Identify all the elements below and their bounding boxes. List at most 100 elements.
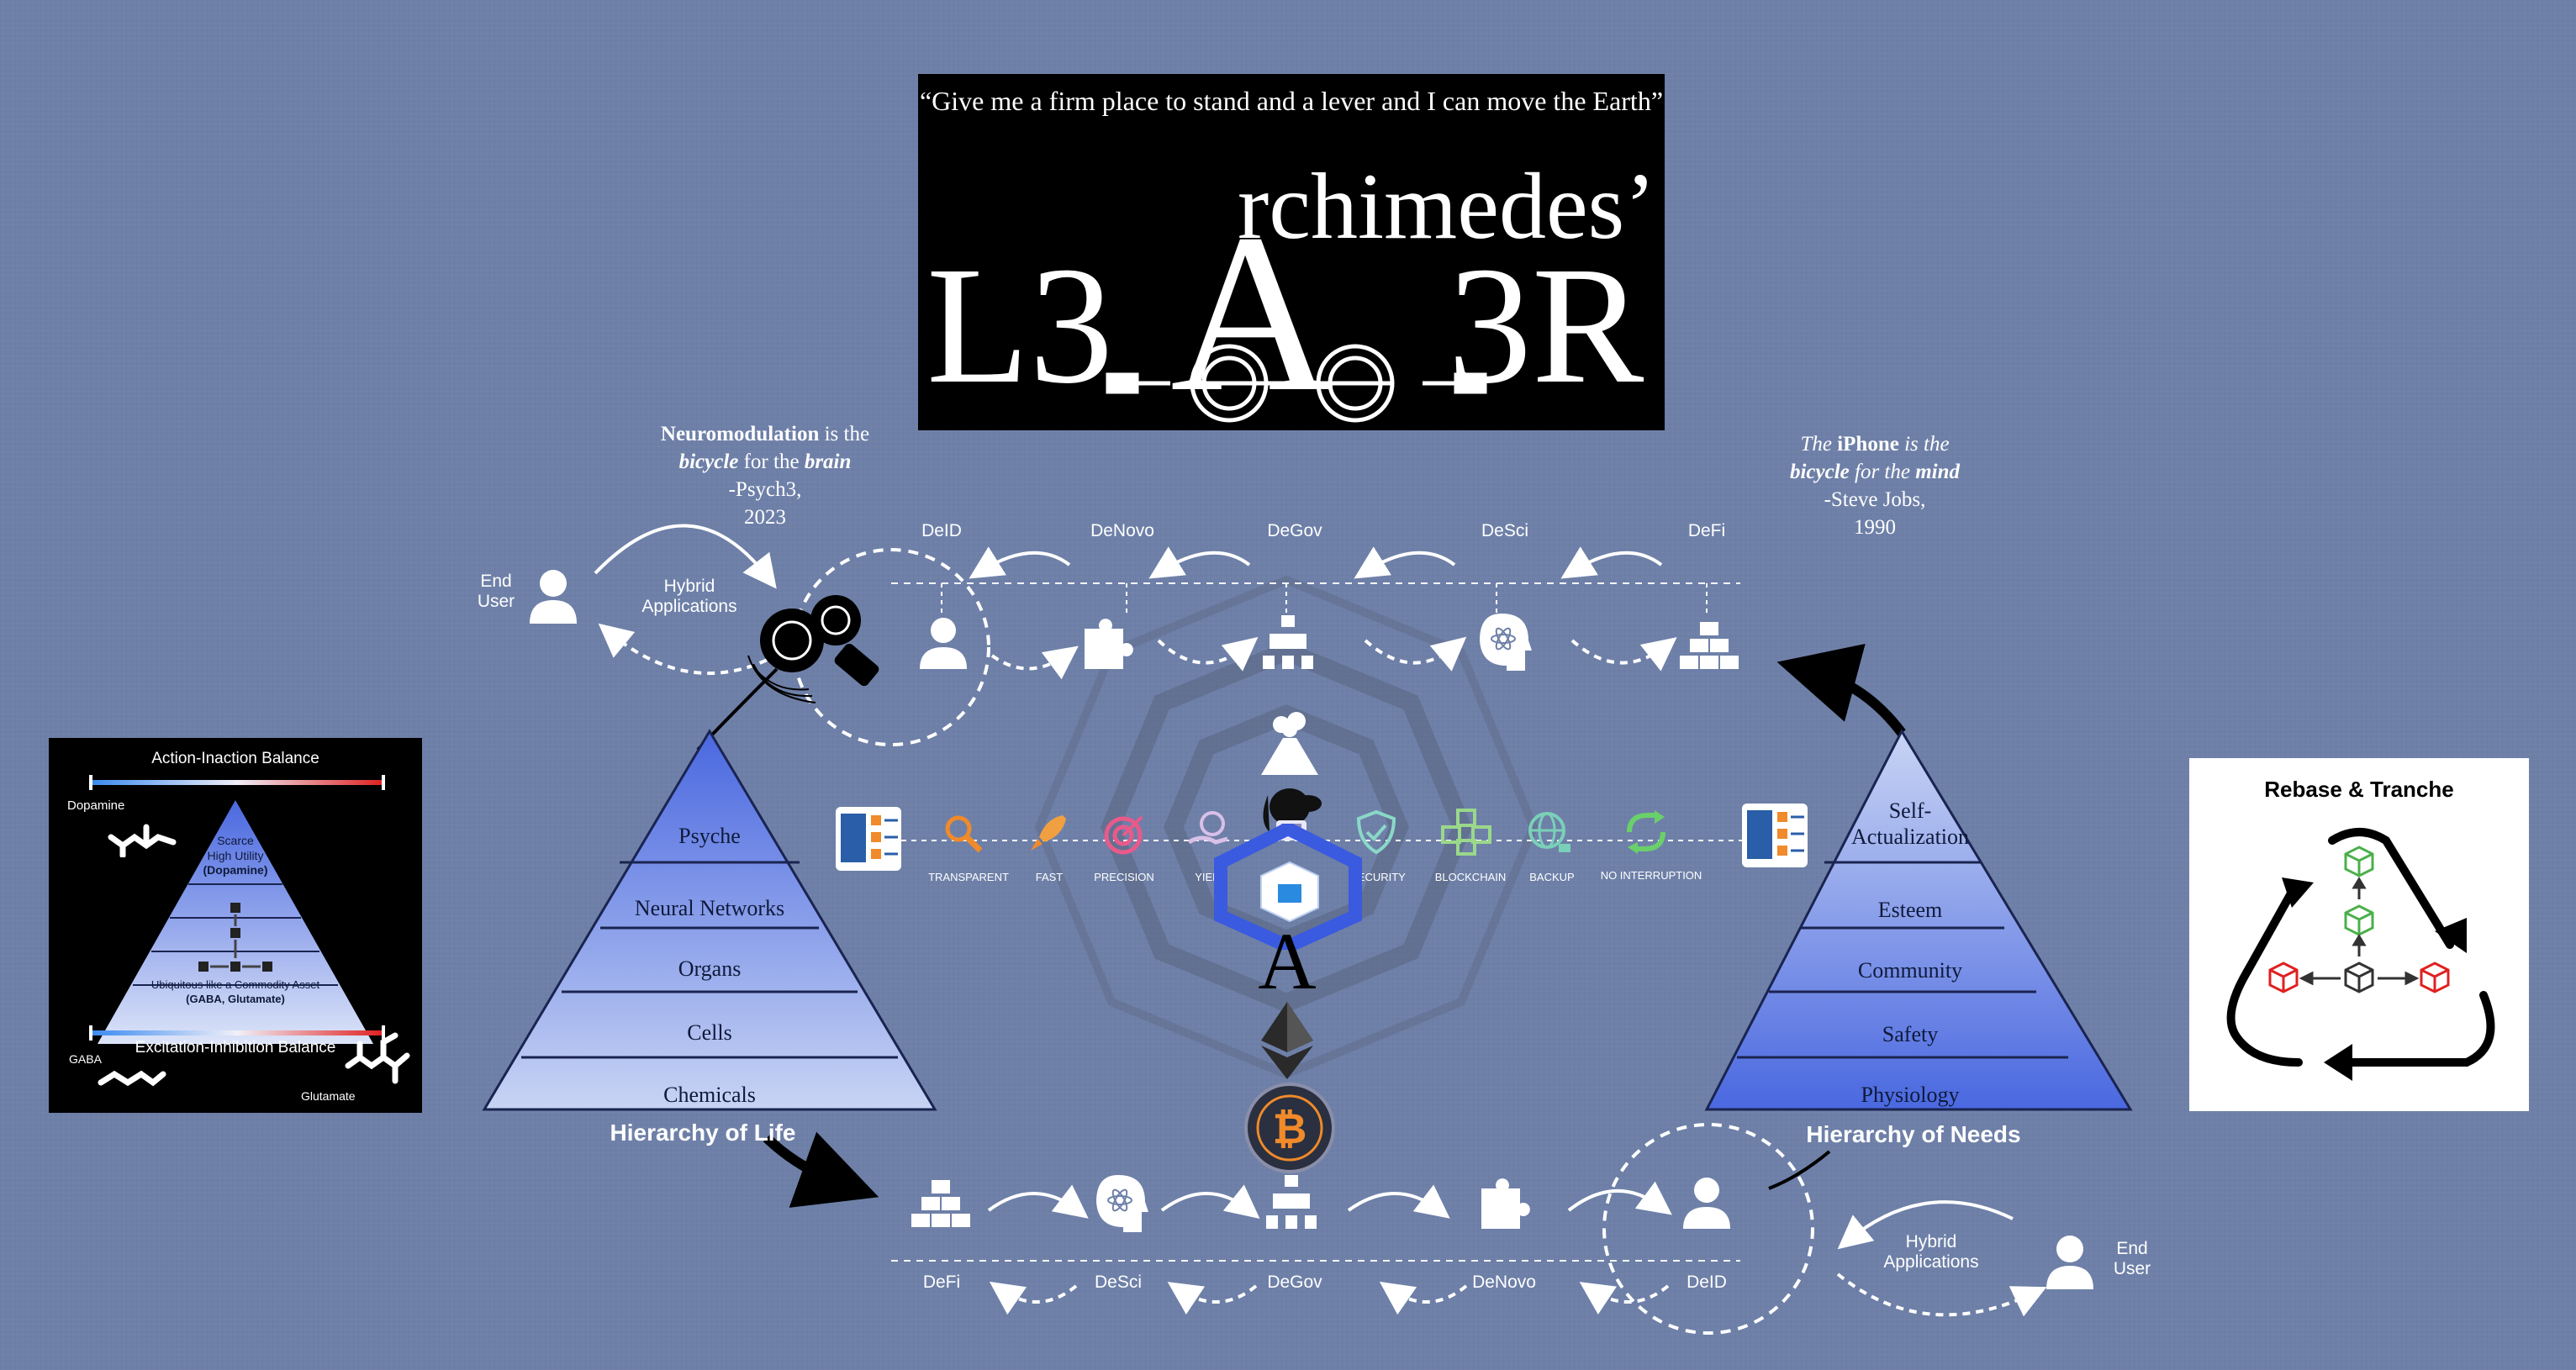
- balance-top-bar: [89, 775, 385, 790]
- quote-right-pre: The: [1800, 433, 1838, 456]
- quote-right-bicycle: bicycle: [1789, 461, 1850, 483]
- scarce-line2: High Utility: [207, 848, 264, 862]
- bottom-desci-brain-icon: [1096, 1175, 1148, 1232]
- gaba-molecule-icon: [98, 1070, 166, 1087]
- quote-right-mid: for the: [1849, 461, 1916, 483]
- feature-transparent-label: TRANSPARENT: [928, 871, 1009, 883]
- rocket-icon: [1031, 815, 1066, 851]
- target-icon: [1104, 815, 1143, 855]
- needs-level-physiology: Physiology: [1861, 1083, 1960, 1107]
- needs-level-safety: Safety: [1882, 1022, 1939, 1046]
- quote-right-mind: mind: [1915, 461, 1961, 483]
- bottom-node-defi-label: DeFi: [922, 1273, 961, 1292]
- globe-backup-icon: [1528, 812, 1570, 852]
- checklist-left-icon: [836, 807, 901, 871]
- quote-right-year: 1990: [1854, 516, 1896, 539]
- center-a-mark: A: [1258, 916, 1317, 1006]
- checklist-right-icon: [1742, 804, 1808, 867]
- bottom-node-deid-label: DeID: [1687, 1273, 1727, 1292]
- needs-level-esteem: Esteem: [1877, 898, 1943, 922]
- balance-bottom-bar: [89, 1025, 385, 1041]
- feature-blockchain-label: BLOCKCHAIN: [1434, 871, 1507, 883]
- quote-right-attribution: -Steve Jobs,: [1824, 488, 1926, 511]
- quote-neuromodulation: Neuromodulation is the bicycle for the b…: [622, 420, 908, 531]
- title-panel: “Give me a firm place to stand and a lev…: [918, 74, 1665, 430]
- bottom-denovo-puzzle-icon: [1481, 1178, 1530, 1229]
- needs-pyramid-shape: [1704, 728, 2133, 1111]
- top-end-user-icon: [530, 570, 577, 624]
- life-pyramid-shape: [482, 729, 937, 1111]
- bitcoin-icon: ₿: [1244, 1083, 1335, 1173]
- top-end-user-label: End User: [477, 572, 515, 611]
- quote-left-mid: for the: [738, 451, 805, 473]
- balance-panel: Action-Inaction Balance Dopamine Scarce …: [49, 738, 422, 1113]
- life-level-psyche: Psyche: [678, 824, 741, 848]
- ubiq-line1: Ubiquitous like a Commodity Asset: [150, 978, 320, 991]
- quote-left-bicycle: bicycle: [678, 451, 739, 473]
- bottom-node-desci-label: DeSci: [1094, 1273, 1143, 1292]
- needs-level-community: Community: [1857, 958, 1963, 983]
- scarce-line3: (Dopamine): [203, 863, 268, 877]
- quote-left-year: 2023: [744, 506, 786, 529]
- bottom-hybrid-label: Hybrid Applications: [1883, 1232, 1979, 1272]
- vault-box-icon: [1260, 861, 1319, 923]
- balance-top-title: Action-Inaction Balance: [151, 750, 319, 767]
- life-level-organs: Organs: [678, 956, 742, 981]
- life-level-cells: Cells: [687, 1020, 732, 1045]
- defi-gold-bars-icon: [1680, 622, 1739, 669]
- bottom-node-degov-label: DeGov: [1267, 1273, 1322, 1292]
- quote-left-bold: Neuromodulation: [660, 423, 820, 445]
- desci-brain-icon: [1480, 614, 1532, 671]
- blockchain-cubes-icon: [1441, 809, 1491, 856]
- needs-pyramid-caption: Hierarchy of Needs: [1806, 1121, 2021, 1147]
- quote-left-rest: is the: [819, 423, 870, 445]
- feature-security-label: SECURITY: [1350, 871, 1406, 883]
- quote-left-attribution: -Psych3,: [728, 478, 802, 501]
- volcano-icon: [1261, 712, 1318, 775]
- life-pyramid-caption: Hierarchy of Life: [610, 1120, 796, 1146]
- deid-user-icon: [920, 618, 967, 669]
- neuromod-device-icon: [747, 595, 879, 703]
- denovo-puzzle-icon: [1085, 619, 1133, 669]
- shield-icon: [1356, 809, 1396, 855]
- refresh-arrows-icon: [1627, 810, 1665, 854]
- title-archimedes: rchimedes’: [1238, 155, 1656, 259]
- balance-bottom-title: Excitation-Inhibition Balance: [135, 1039, 336, 1056]
- feature-no-interruption-label: NO INTERRUPTION: [1600, 869, 1702, 882]
- top-node-denovo-label: DeNovo: [1090, 521, 1154, 540]
- title-l3: L3: [926, 233, 1114, 419]
- top-node-degov-label: DeGov: [1267, 521, 1322, 540]
- ubiq-line2: (GABA, Glutamate): [186, 992, 285, 1005]
- rebase-tranche-panel: Rebase & Tranche: [2189, 758, 2529, 1111]
- feature-precision-label: PRECISION: [1094, 871, 1154, 883]
- quote-right-post: is the: [1898, 433, 1950, 456]
- balance-dopamine-label: Dopamine: [67, 798, 125, 813]
- quote-iphone: The iPhone is the bicycle for the mind -…: [1732, 430, 2018, 541]
- hexagon-frame-icon: [1214, 824, 1362, 950]
- balance-pyramid-shape: [98, 800, 373, 1044]
- top-hybrid-label: Hybrid Applications: [641, 577, 737, 616]
- life-level-neural-networks: Neural Networks: [634, 896, 785, 920]
- bottom-end-user-icon: [2046, 1236, 2093, 1289]
- ethereum-icon: [1261, 1002, 1313, 1079]
- bottom-node-denovo-label: DeNovo: [1472, 1273, 1536, 1292]
- feature-backup-label: BACKUP: [1529, 871, 1575, 883]
- magnifier-icon: [945, 815, 983, 853]
- balance-glutamate-label: Glutamate: [301, 1089, 356, 1103]
- life-level-chemicals: Chemicals: [663, 1083, 756, 1107]
- balance-gaba-label: GABA: [69, 1052, 102, 1066]
- needs-level-self-actualization: Self- Actualization: [1850, 798, 1970, 849]
- rebase-cycle-diagram: [2226, 828, 2495, 1081]
- balance-ubiquitous-text: Ubiquitous like a Commodity Asset (GABA,…: [126, 978, 345, 1007]
- top-node-desci-label: DeSci: [1481, 521, 1529, 540]
- title-quote: “Give me a firm place to stand and a lev…: [919, 86, 1664, 116]
- lever-gears-icon: [1106, 344, 1487, 423]
- bottom-defi-gold-bars-icon: [911, 1180, 970, 1227]
- balance-scarce-text: Scarce High Utility (Dopamine): [193, 834, 277, 878]
- bottom-end-user-label: End User: [2113, 1239, 2151, 1278]
- bottom-degov-org-icon: [1266, 1175, 1317, 1229]
- feature-fast-label: FAST: [1035, 871, 1064, 883]
- top-node-defi-label: DeFi: [1687, 521, 1726, 540]
- yield-coin-hand-icon: [1187, 811, 1228, 845]
